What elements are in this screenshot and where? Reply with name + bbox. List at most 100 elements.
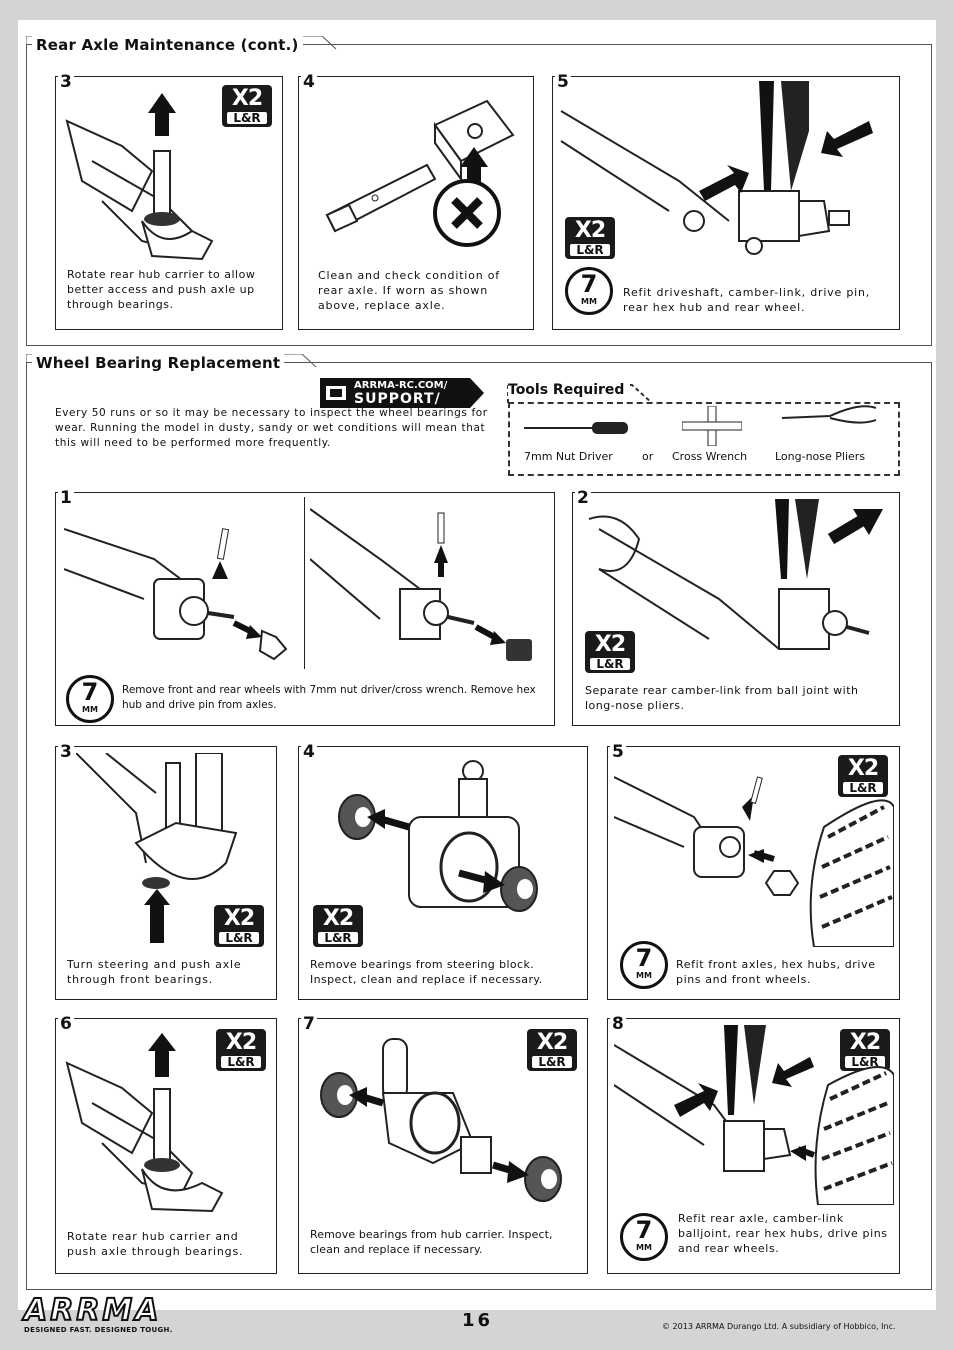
intro-text: Every 50 runs or so it may be necessary …: [55, 407, 488, 449]
mm-unit: MM: [636, 1243, 652, 1252]
lr-label: L&R: [219, 932, 259, 944]
mm-number: 7: [81, 678, 99, 706]
mm-number: 7: [580, 270, 598, 298]
x2-label: X2: [849, 1030, 881, 1055]
steering-block-bearings-illustration: [338, 760, 538, 912]
step-number: 4: [301, 742, 317, 762]
page-number: 16: [462, 1310, 494, 1331]
x2-label: X2: [225, 1030, 257, 1055]
tools-required-box: [508, 402, 900, 476]
lr-label: L&R: [570, 244, 610, 256]
lr-label: L&R: [845, 1056, 885, 1068]
mm-unit: MM: [581, 297, 597, 306]
x2-label: X2: [574, 218, 606, 243]
step-caption: Clean and check condition of rear axle. …: [318, 269, 500, 312]
mm-number: 7: [635, 944, 653, 972]
camber-link-refit-illustration: [560, 81, 873, 255]
support-line1: ARRMA-RC.COM/: [354, 380, 448, 391]
support-link-badge[interactable]: ARRMA-RC.COM/ SUPPORT/: [320, 378, 484, 408]
mm-number: 7: [635, 1216, 653, 1244]
lr-label: L&R: [318, 932, 358, 944]
rear-axle-title-tab: [26, 36, 337, 50]
lr-label: L&R: [590, 658, 630, 670]
logo-wordmark: ARRMA: [23, 1293, 162, 1328]
x2-label: X2: [231, 86, 263, 111]
step-number: 2: [575, 488, 591, 508]
logo-slogan: DESIGNED FAST. DESIGNED TOUGH.: [24, 1326, 173, 1334]
step-caption: Separate rear camber-link from ball join…: [585, 684, 859, 712]
step-caption: Rotate rear hub carrier to allow better …: [67, 268, 256, 311]
front-hub-removal-illustration: [64, 528, 288, 661]
mm-unit: MM: [82, 705, 98, 714]
step-number: 1: [58, 488, 74, 508]
step-1-divider: [304, 497, 305, 669]
camber-link-separation-illustration: [588, 499, 883, 650]
arrma-logo: ARRMA DESIGNED FAST. DESIGNED TOUGH.: [23, 1293, 173, 1335]
x2-label: X2: [536, 1030, 568, 1055]
front-axle-push-illustration: [76, 753, 238, 943]
tool-cross-wrench: Cross Wrench: [672, 450, 748, 463]
step-number: 3: [58, 72, 74, 92]
step-number: 7: [301, 1014, 317, 1034]
lr-label: L&R: [843, 782, 883, 794]
tool-nut-driver: 7mm Nut Driver: [524, 450, 613, 463]
lr-label: L&R: [221, 1056, 261, 1068]
step-number: 4: [301, 72, 317, 92]
step-caption: Refit front axles, hex hubs, drive pins …: [676, 958, 876, 986]
rear-step-4-box: 4 Clean and check condition of rear axle…: [298, 72, 534, 330]
step-number: 5: [610, 742, 626, 762]
x2-label: X2: [847, 756, 879, 781]
nut-driver-icon: [524, 422, 628, 434]
x2-label: X2: [223, 906, 255, 931]
step-caption: Refit rear axle, camber-link balljoint, …: [678, 1212, 888, 1255]
cross-wrench-icon: [682, 406, 742, 446]
step-number: 6: [58, 1014, 74, 1034]
rear-axle-section-title: Rear Axle Maintenance (cont.): [32, 36, 303, 54]
mm-unit: MM: [636, 971, 652, 980]
rear-hub-removal-illustration: [310, 508, 532, 661]
step-caption: Rotate rear hub carrier and push axle th…: [67, 1230, 244, 1258]
tools-required-title: Tools Required: [508, 382, 629, 398]
wheel-bearing-section-frame: [26, 362, 932, 1290]
x2-label: X2: [594, 632, 626, 657]
tool-long-nose-pliers: Long-nose Pliers: [775, 450, 866, 463]
lr-label: L&R: [227, 112, 267, 124]
step-caption: Remove bearings from steering block. Ins…: [310, 958, 543, 986]
copyright-text: © 2013 ARRMA Durango Ltd. A subsidiary o…: [662, 1322, 896, 1331]
step-caption: Refit driveshaft, camber-link, drive pin…: [623, 286, 871, 314]
hub-carrier-illustration: [65, 93, 214, 261]
rear-hub-axle-push-illustration: [65, 1033, 224, 1213]
step-number: 8: [610, 1014, 626, 1034]
lr-label: L&R: [532, 1056, 572, 1068]
rear-axle-illustration: [325, 99, 515, 247]
step-caption: Remove front and rear wheels with 7mm nu…: [122, 684, 536, 711]
long-nose-pliers-icon: [781, 405, 877, 424]
front-wheel-refit-illustration: [614, 776, 894, 947]
support-line2: SUPPORT/: [354, 391, 441, 407]
x2-label: X2: [322, 906, 354, 931]
tool-or: or: [642, 450, 654, 463]
wheel-bearing-title-tab: [26, 354, 317, 368]
